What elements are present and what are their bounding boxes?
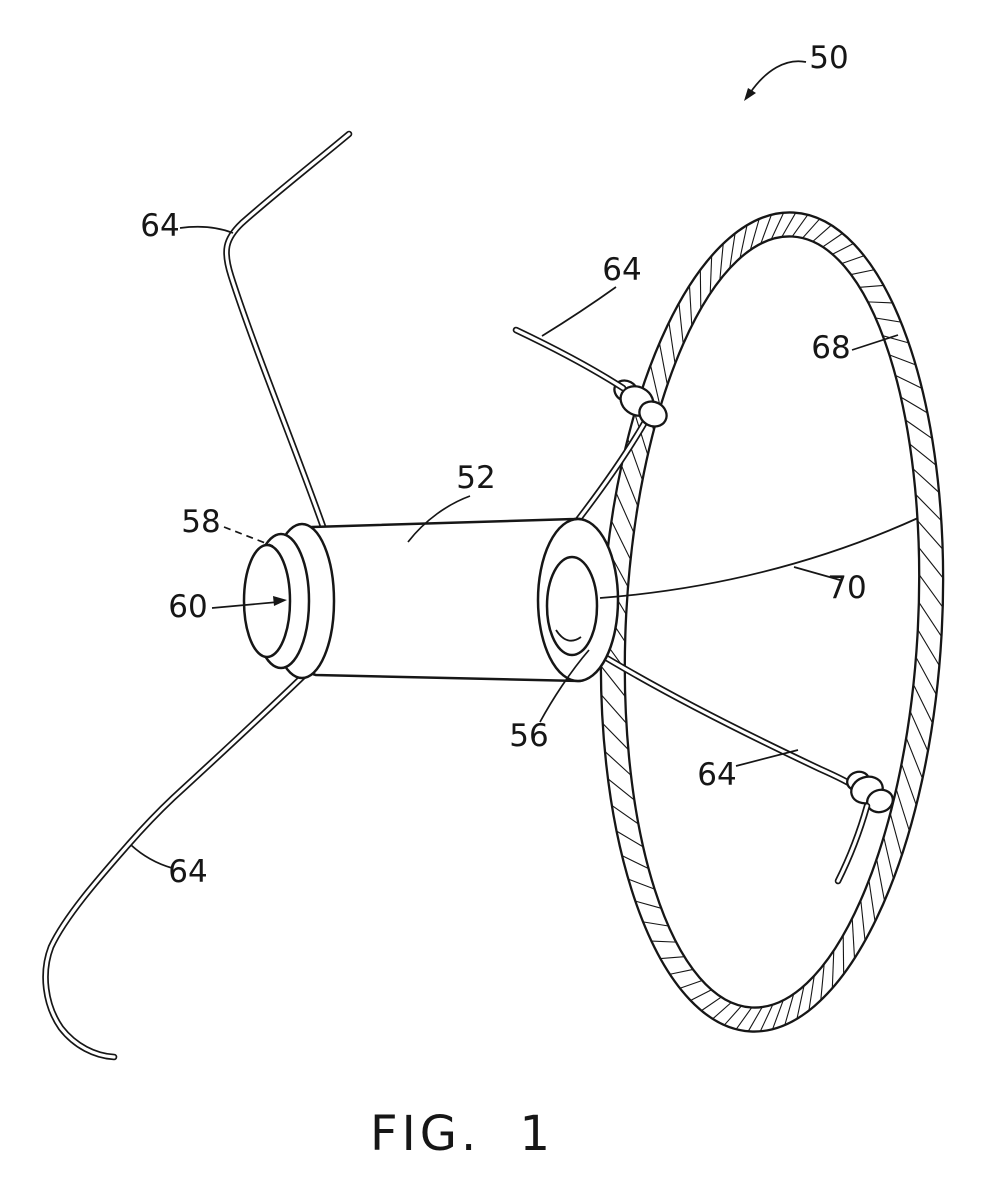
- wire-knot-bottom: [846, 770, 894, 814]
- leader-64-lower-left: [130, 844, 173, 869]
- label-70: 70: [827, 570, 866, 606]
- label-64-top: 64: [602, 252, 641, 288]
- canister-opening-56: [545, 555, 599, 657]
- label-64-lower-right: 64: [697, 757, 736, 793]
- leader-58: [223, 526, 274, 547]
- canister-52: [242, 517, 620, 683]
- label-58: 58: [181, 504, 220, 540]
- label-52: 52: [456, 460, 495, 496]
- leader-60: [211, 596, 287, 609]
- braided-ring-68: [599, 211, 945, 1033]
- label-64-upper-left: 64: [140, 208, 179, 244]
- ring-inner-edge: [623, 235, 921, 1009]
- leader-52: [407, 495, 471, 543]
- ring-braid-hatching: [600, 212, 944, 1032]
- label-56: 56: [509, 718, 548, 754]
- wire-64-upper-left: [226, 134, 349, 535]
- leader-64-lower-right: [735, 749, 799, 767]
- leader-64-top: [541, 286, 617, 337]
- ring-outer-edge: [599, 211, 945, 1033]
- leader-70: [793, 566, 841, 581]
- cap-rings-58-60: [242, 522, 336, 680]
- leader-68: [851, 334, 899, 351]
- label-60: 60: [168, 589, 207, 625]
- figure-caption: FIG. 1: [370, 1106, 554, 1162]
- leader-64-upper-left: [179, 225, 234, 234]
- opening-inner-curve: [555, 629, 582, 642]
- label-68: 68: [811, 330, 850, 366]
- leader-56: [539, 649, 590, 723]
- tether-line-70: [599, 517, 919, 599]
- label-50: 50: [809, 40, 848, 76]
- wire-64-lower-left: [46, 648, 332, 1057]
- wire-64-bottom-free-end: [838, 806, 867, 881]
- wire-knot-top: [613, 379, 668, 428]
- wire-64-top-free-end: [516, 330, 623, 388]
- assembly-arrow-50: [744, 60, 807, 101]
- label-64-lower-left: 64: [168, 854, 207, 890]
